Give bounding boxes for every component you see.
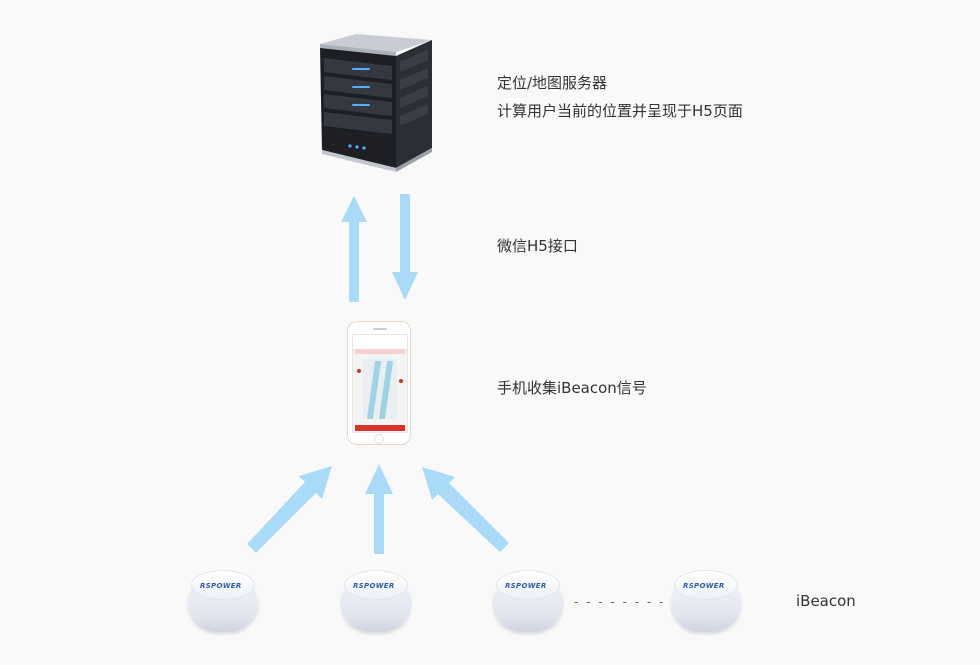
down-arrow-icon bbox=[392, 194, 418, 300]
beacon-icon: RSPOWER bbox=[671, 568, 741, 634]
arrows-server-phone bbox=[341, 194, 418, 302]
up-left-arrow-icon bbox=[422, 467, 509, 552]
beacon-logo: RSPOWER bbox=[505, 582, 547, 590]
beacon-cap bbox=[191, 570, 255, 600]
interface-label: 微信H5接口 bbox=[497, 237, 578, 255]
beacon-cap bbox=[674, 570, 738, 600]
beacon-logo: RSPOWER bbox=[200, 582, 242, 590]
beacon-icon: RSPOWER bbox=[493, 568, 563, 634]
server-description: 计算用户当前的位置并呈现于H5页面 bbox=[497, 102, 743, 120]
up-right-arrow-icon bbox=[247, 466, 332, 553]
screen-action-bar bbox=[355, 425, 405, 431]
ellipsis: - - - - - - - - - - bbox=[574, 595, 690, 609]
location-dot bbox=[399, 379, 403, 383]
server-icon bbox=[320, 34, 432, 172]
beacon-logo: RSPOWER bbox=[683, 582, 725, 590]
beacon-icon: RSPOWER bbox=[341, 568, 411, 634]
beacon-logo: RSPOWER bbox=[353, 582, 395, 590]
beacon-cap bbox=[344, 570, 408, 600]
screen-banner bbox=[355, 349, 405, 354]
up-arrow-icon bbox=[365, 464, 393, 554]
beacon-icon: RSPOWER bbox=[188, 568, 258, 634]
phone-speaker bbox=[373, 328, 387, 330]
beacon-cap bbox=[496, 570, 560, 600]
arrows-beacon-phone bbox=[247, 464, 509, 554]
phone-icon bbox=[347, 321, 411, 445]
home-button bbox=[374, 434, 384, 444]
phone-label: 手机收集iBeacon信号 bbox=[497, 379, 647, 397]
phone-screen bbox=[352, 334, 408, 433]
up-arrow-icon bbox=[341, 196, 367, 302]
screen-header bbox=[353, 335, 407, 350]
server-title: 定位/地图服务器 bbox=[497, 74, 608, 92]
location-dot bbox=[357, 369, 361, 373]
beacon-label: iBeacon bbox=[796, 592, 856, 610]
